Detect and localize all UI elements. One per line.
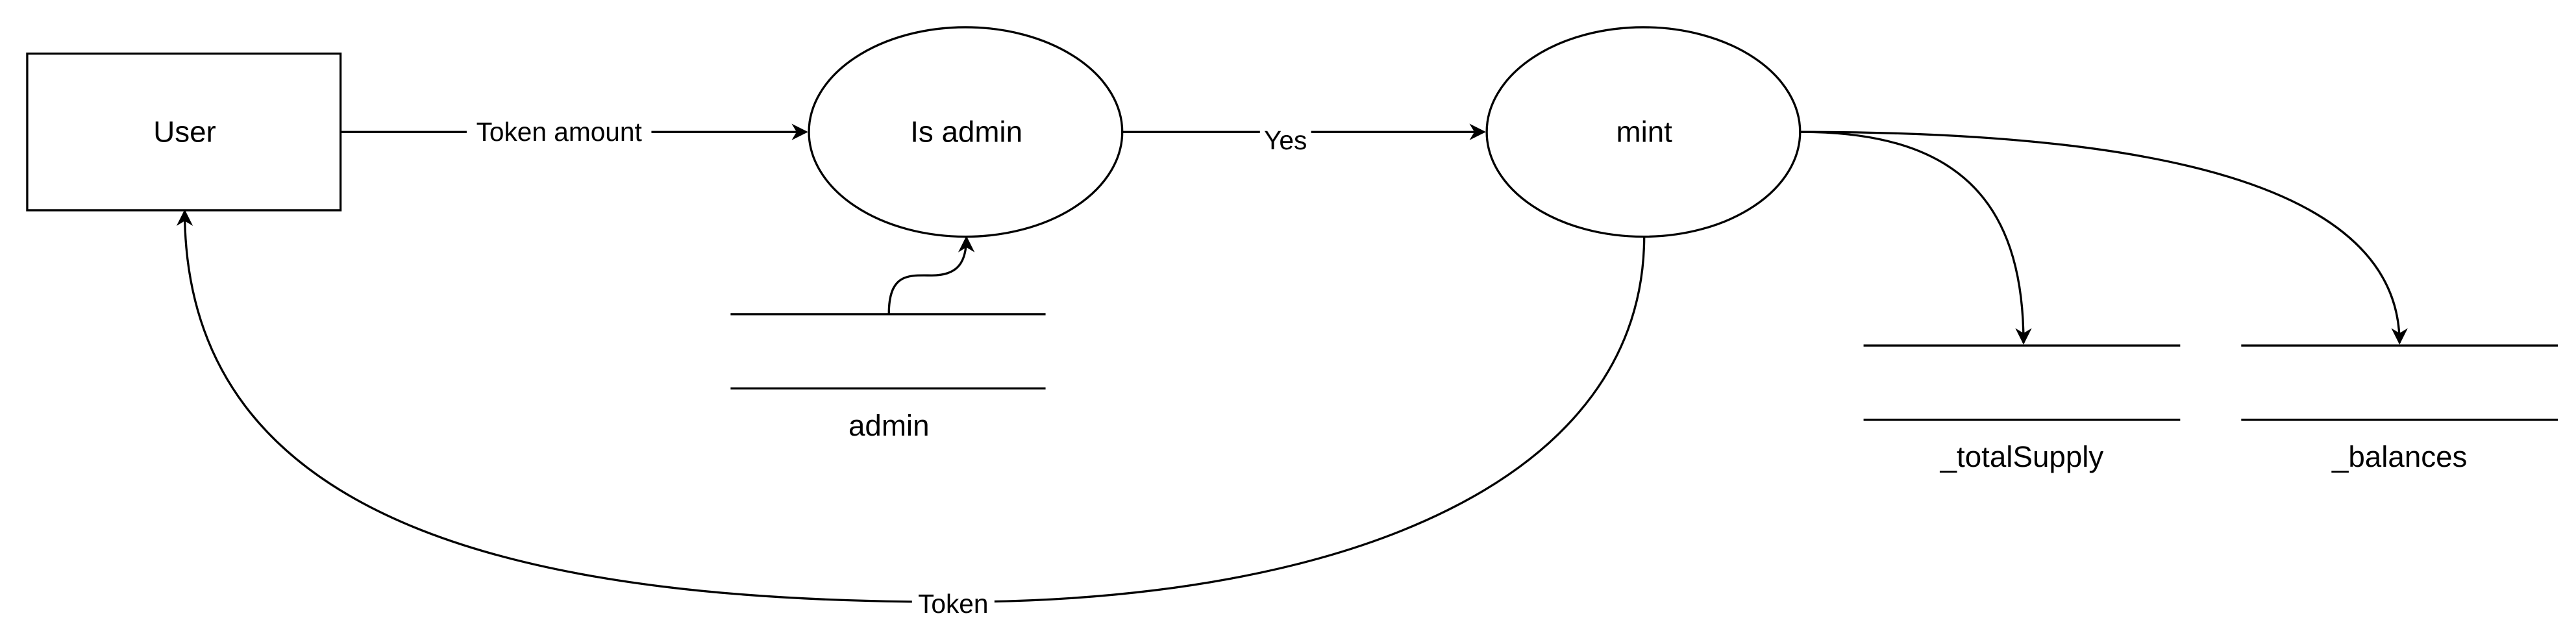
- is-admin-process[interactable]: [808, 26, 1124, 238]
- token-edge-label: Token: [911, 587, 995, 621]
- is-admin-label: Is admin: [910, 116, 1022, 149]
- token-amount-label: Token amount: [477, 117, 642, 147]
- admin-store-label: admin: [848, 409, 930, 442]
- edge-mint-to-balances[interactable]: [1801, 130, 2408, 345]
- edge-admin-store-to-is-admin[interactable]: [887, 236, 975, 314]
- yes-edge-label: Yes: [1259, 121, 1311, 157]
- total-supply-store-label: _totalSupply: [1940, 440, 2104, 473]
- yes-label: Yes: [1264, 125, 1307, 155]
- token-amount-label-background: [466, 115, 652, 149]
- token-label: Token: [918, 589, 988, 619]
- user-entity[interactable]: [26, 52, 342, 212]
- admin-data-store[interactable]: admin: [730, 313, 1046, 442]
- token-amount-edge-label: Token amount: [466, 115, 652, 149]
- mint-process[interactable]: [1485, 26, 1802, 238]
- edge-mint-to-total-supply[interactable]: [1801, 130, 2032, 345]
- balances-data-store[interactable]: _balances: [2241, 344, 2558, 473]
- user-label: User: [153, 116, 216, 149]
- yes-label-background: [1259, 121, 1311, 157]
- balances-store-label: _balances: [2331, 440, 2467, 473]
- token-label-background: [911, 587, 995, 621]
- total-supply-data-store[interactable]: _totalSupply: [1863, 344, 2181, 473]
- edge-mint-to-user[interactable]: [176, 209, 1646, 603]
- mint-label: mint: [1616, 116, 1673, 149]
